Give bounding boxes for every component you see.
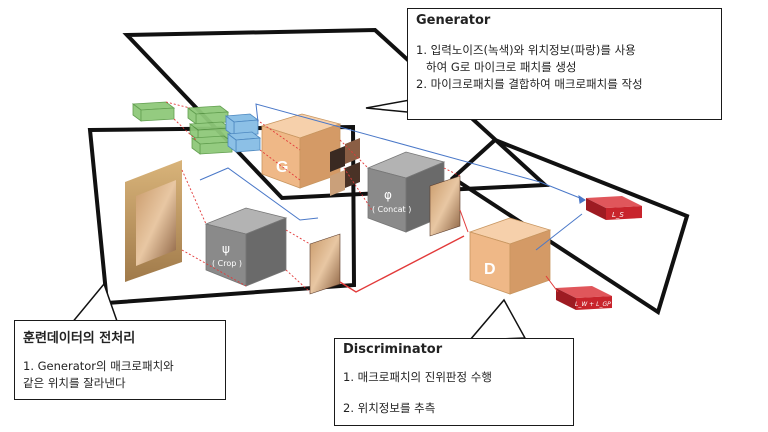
generator-callout-title: Generator: [416, 13, 491, 28]
preprocess-callout-title: 훈련데이터의 전처리: [23, 331, 136, 346]
projection-lines: [165, 101, 461, 293]
discriminator-frame: [449, 137, 690, 316]
discriminator-callout-title: Discriminator: [343, 342, 443, 357]
generator-callout: Generator 1. 입력노이즈(녹색)와 위치정보(파랑)를 사용 하여 …: [407, 8, 722, 120]
discriminator-cube-label: D: [484, 261, 496, 278]
concat-symbol: φ: [384, 188, 392, 202]
flow-arrows: [199, 103, 586, 293]
concat-cube: [366, 151, 446, 233]
generator-step-1-cont: 하여 G로 마이크로 패치를 생성: [426, 60, 577, 74]
spatial-loss-label: L_S: [612, 211, 624, 219]
generator-cube-label: G: [276, 159, 288, 176]
discriminator-step-2: 2. 위치정보를 추측: [343, 401, 436, 415]
generator-step-2: 2. 마이크로패치를 결합하여 매크로패치를 작성: [416, 77, 643, 91]
discriminator-step-1: 1. 매크로패치의 진위판정 수행: [343, 370, 492, 384]
preprocess-callout: 훈련데이터의 전처리 1. Generator의 매크로패치와 같은 위치를 잘…: [14, 320, 226, 400]
micro-patches: [330, 138, 360, 196]
crop-label: ( Crop ): [212, 259, 242, 268]
generator-cube: [260, 113, 342, 189]
adversarial-loss-box: [556, 286, 612, 310]
discriminator-callout: Discriminator 1. 매크로패치의 진위판정 수행 2. 위치정보를…: [334, 338, 574, 426]
preprocess-step-1: 1. Generator의 매크로패치와: [23, 359, 174, 373]
adversarial-loss-label: L_W + L_GP: [575, 301, 611, 308]
concat-label: ( Concat ): [372, 205, 411, 214]
generated-macro-patch: [429, 175, 461, 237]
discriminator-cube: [468, 217, 552, 295]
crop-symbol: ψ: [222, 242, 230, 256]
crop-cube: [204, 207, 288, 287]
discriminator-callout-pointer: [468, 298, 527, 341]
preprocess-step-1-cont: 같은 위치를 잘라낸다: [23, 376, 126, 390]
noise-input-blocks: [131, 101, 234, 155]
cropped-real-patch: [309, 233, 341, 295]
generator-step-1: 1. 입력노이즈(녹색)와 위치정보(파랑)를 사용: [416, 43, 636, 57]
spatial-loss-box: [586, 196, 642, 220]
training-image: [125, 160, 182, 282]
position-input-blocks: [224, 113, 262, 153]
